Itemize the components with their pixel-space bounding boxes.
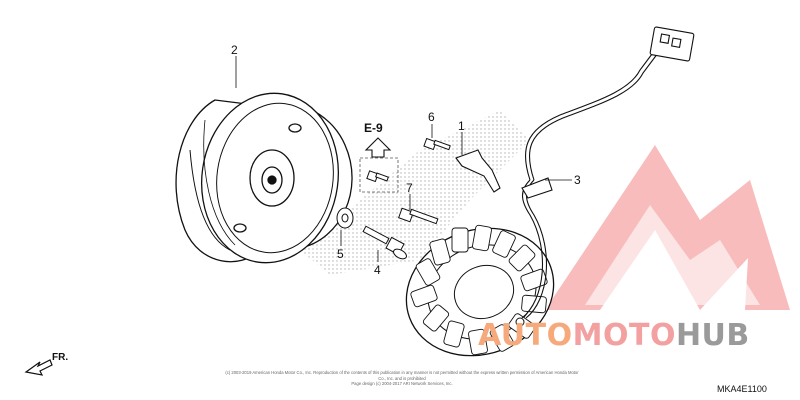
callout-3: 3 [574,173,581,187]
reference-label: E-9 [364,121,383,135]
diagram-code: MKA4E1100 [717,384,767,394]
watermark-logo [545,145,790,310]
stator-windings [410,224,548,356]
bolt-4 [362,225,407,260]
copyright-line-2: Page design (c) 2004-2017 ARI Network Se… [351,381,453,387]
leader-lines [235,56,572,262]
callout-1: 1 [458,119,465,133]
copyright-notice: (c) 2003-2019 American Honda Motor Co., … [222,370,582,387]
dotted-shadow-area [300,110,530,275]
copyright-line-1: (c) 2003-2019 American Honda Motor Co., … [225,370,579,381]
watermark-text-hub: HUB [675,318,750,353]
watermark-text-moto: MOTO [572,318,676,353]
callout-7: 7 [406,181,413,195]
callout-4: 4 [374,263,381,277]
bolt-7 [398,207,439,225]
washer-5 [336,207,354,229]
callout-2: 2 [231,43,238,57]
flywheel [175,92,353,264]
callout-6: 6 [428,110,435,124]
bolt-6 [423,137,451,151]
wire-bracket [455,149,501,193]
callout-5: 5 [337,247,344,261]
stator-coil [405,224,555,357]
front-direction-label: FR. [52,352,68,363]
watermark-text-auto: AUTO [478,318,573,353]
front-direction-icon [24,359,53,376]
reference-box [359,157,399,193]
reference-arrow-icon [364,137,392,158]
wire-harness [521,26,695,319]
watermark-text: AUTOMOTOHUB [478,318,798,358]
bolt-small-flywheel [366,170,389,183]
